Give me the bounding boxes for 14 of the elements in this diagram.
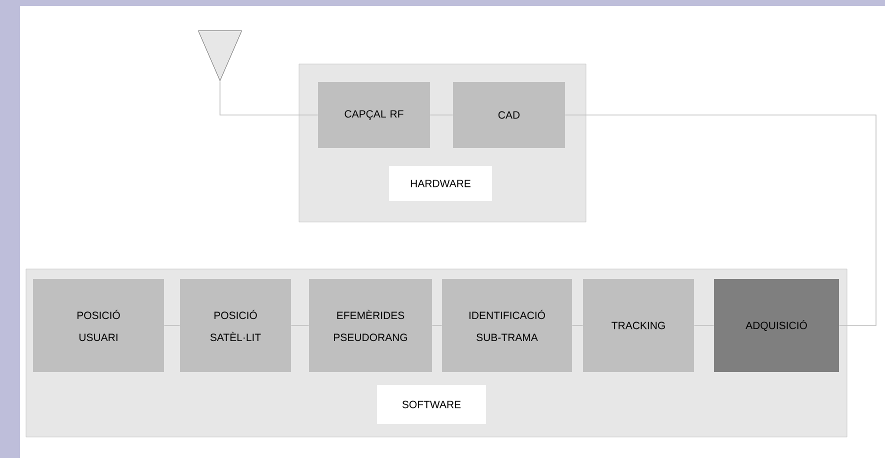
antenna-triangle — [198, 30, 242, 81]
process-box: POSICIÓ USUARI — [33, 279, 164, 372]
process-box: CAPÇAL RF — [318, 82, 430, 148]
connector-line — [164, 325, 180, 326]
connector-line — [432, 325, 442, 326]
process-box: IDENTIFICACIÓ SUB-TRAMA — [442, 279, 572, 372]
process-box: CAD — [453, 82, 565, 148]
connector-line — [220, 80, 318, 116]
process-box: POSICIÓ SATÈL·LIT — [180, 279, 291, 372]
process-box: ADQUISICIÓ — [714, 279, 839, 372]
process-box: TRACKING — [583, 279, 694, 372]
connector-line — [564, 114, 876, 326]
process-box: EFEMÈRIDES PSEUDORANG — [309, 279, 432, 372]
connector-line — [572, 325, 584, 326]
